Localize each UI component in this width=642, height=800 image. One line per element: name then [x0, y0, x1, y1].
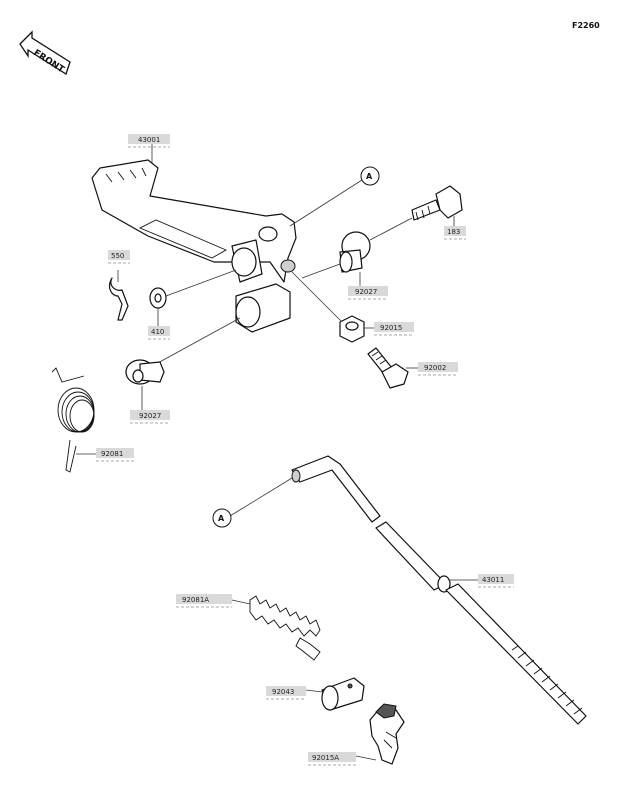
svg-text:92002: 92002	[424, 364, 446, 372]
svg-text:183: 183	[447, 228, 460, 236]
svg-text:A: A	[218, 514, 225, 523]
brake-pedal-part	[91, 159, 297, 333]
return-spring-part	[51, 367, 96, 473]
figure-id: F2260	[572, 21, 600, 30]
nut-part	[291, 271, 374, 343]
svg-text:92015: 92015	[380, 324, 402, 332]
label-92027-right: 92027	[348, 286, 388, 300]
label-43001: 43001	[128, 134, 170, 164]
label-92015: 92015	[374, 322, 414, 336]
label-92043: 92043	[266, 686, 306, 700]
label-92027-left: 92027	[130, 410, 170, 424]
brake-rod-part	[291, 455, 587, 725]
label-92081: 92081	[96, 448, 134, 462]
callout-a-upper: A	[289, 166, 380, 227]
svg-text:43011: 43011	[482, 576, 504, 584]
cotter-pin-part	[108, 270, 129, 321]
label-92081A: 92081A	[176, 594, 232, 608]
collar-left-part	[125, 317, 241, 410]
svg-text:43001: 43001	[138, 136, 160, 144]
bolt-92002-part	[367, 347, 418, 389]
svg-text:92081A: 92081A	[182, 596, 209, 604]
svg-text:92027: 92027	[355, 288, 377, 296]
label-43011: 43011	[478, 574, 514, 588]
svg-text:410: 410	[151, 328, 164, 336]
collar-92043-part	[305, 677, 365, 711]
svg-text:A: A	[366, 172, 373, 181]
svg-text:92015A: 92015A	[312, 754, 339, 762]
label-183: 183	[444, 226, 466, 240]
bolt-183-part	[369, 185, 463, 241]
label-550: 550	[108, 250, 130, 264]
svg-text:92027: 92027	[139, 412, 161, 420]
collar-right-part	[301, 231, 371, 286]
label-92015A: 92015A	[308, 752, 356, 766]
label-92002: 92002	[418, 362, 458, 376]
svg-text:92081: 92081	[101, 450, 123, 458]
adjust-nut-part	[355, 703, 405, 765]
washer-part	[149, 269, 237, 326]
label-410: 410	[148, 326, 170, 340]
adjust-spring-part	[231, 595, 321, 661]
front-arrow-icon: FRONT	[19, 30, 71, 76]
svg-text:92043: 92043	[272, 688, 294, 696]
svg-text:550: 550	[111, 252, 124, 260]
callout-a-lower: A	[212, 477, 293, 528]
